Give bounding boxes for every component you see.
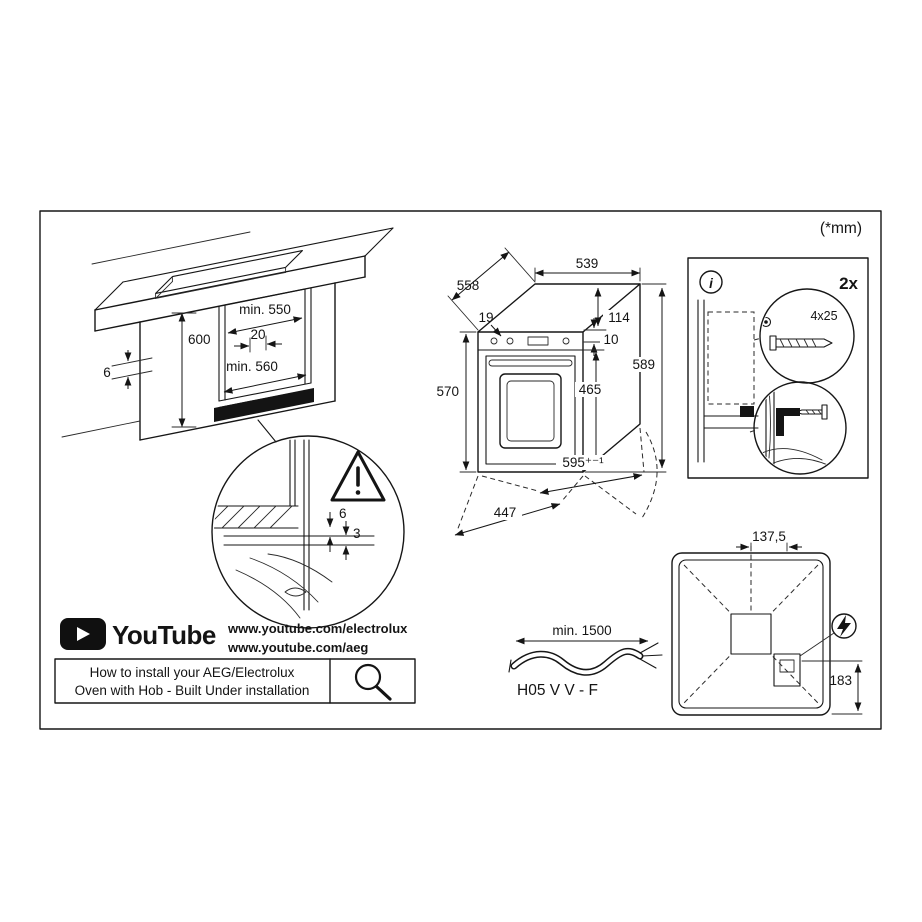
dim-front-gap: 6 (103, 365, 111, 380)
mounting-accessories-box: i 2x 4x25 (687, 257, 869, 479)
oven-handle (488, 359, 573, 367)
screw-detail-circle: 4x25 (759, 288, 855, 384)
cabinet-isometric-figure: 600 min. 550 20 min. 560 6 (61, 227, 394, 443)
diagram-frame (39, 210, 882, 730)
dim-niche-width: min. 550 (239, 302, 291, 317)
dim-small-gap: 10 (603, 332, 618, 347)
hob-cutout (155, 250, 303, 294)
caption-line-2: Oven with Hob - Built Under installation (75, 683, 310, 698)
svg-text:i: i (709, 276, 713, 291)
dim-niche-height: 600 (188, 332, 211, 347)
power-cable-figure: min. 1500 H05 V V - F (508, 623, 663, 699)
oven-door (485, 355, 576, 465)
youtube-url-aeg: www.youtube.com/aeg (227, 640, 368, 655)
dim-terminal-offset-y: 183 (829, 673, 852, 688)
dim-gap-bottom: 3 (353, 526, 361, 541)
topview-figure: 137,5 183 (671, 529, 863, 716)
dim-upper-height: 114 (608, 310, 630, 325)
dim-depth-with-door: 558 (457, 278, 480, 293)
caption-line-1: How to install your AEG/Electrolux (90, 665, 295, 680)
dim-rear-height: 465 (579, 382, 602, 397)
fixing-detail-circle (753, 381, 847, 475)
magnifier-icon (354, 663, 392, 701)
youtube-url-electrolux: www.youtube.com/electrolux (227, 621, 408, 636)
screw-quantity: 2x (839, 274, 858, 293)
dim-niche-depth: min. 560 (226, 359, 278, 374)
dim-terminal-offset-x: 137,5 (752, 529, 786, 544)
oven-dimension-figure: 558 539 19 114 10 570 465 589 (436, 247, 667, 536)
warning-triangle-icon (330, 450, 386, 502)
oven-front-highlight (214, 388, 314, 422)
worktop-detail-circle: 6 3 (211, 435, 405, 629)
dim-total-height: 589 (632, 357, 655, 372)
youtube-brand: YouTube (112, 620, 216, 650)
dim-lower-depth: 447 (494, 505, 517, 520)
youtube-section: YouTube www.youtube.com/electrolux www.y… (54, 618, 416, 704)
dim-panel-depth: 19 (478, 310, 493, 325)
units-note: (*mm) (820, 220, 862, 237)
high-voltage-icon (799, 613, 857, 657)
dim-width-tolerance: 595⁺⁻¹ (562, 455, 604, 470)
dim-cable-length: min. 1500 (552, 623, 611, 638)
screw-size-label: 4x25 (810, 309, 837, 323)
info-icon: i (699, 270, 723, 294)
youtube-play-icon (60, 618, 106, 650)
cable-type-label: H05 V V - F (517, 682, 598, 699)
dim-gap-top: 6 (339, 506, 347, 521)
dim-front-height: 570 (436, 384, 459, 399)
dim-body-depth-top: 539 (576, 256, 599, 271)
mains-terminal-box (773, 653, 801, 687)
dim-rear-clearance: 20 (250, 327, 265, 342)
caption-box (54, 658, 416, 704)
